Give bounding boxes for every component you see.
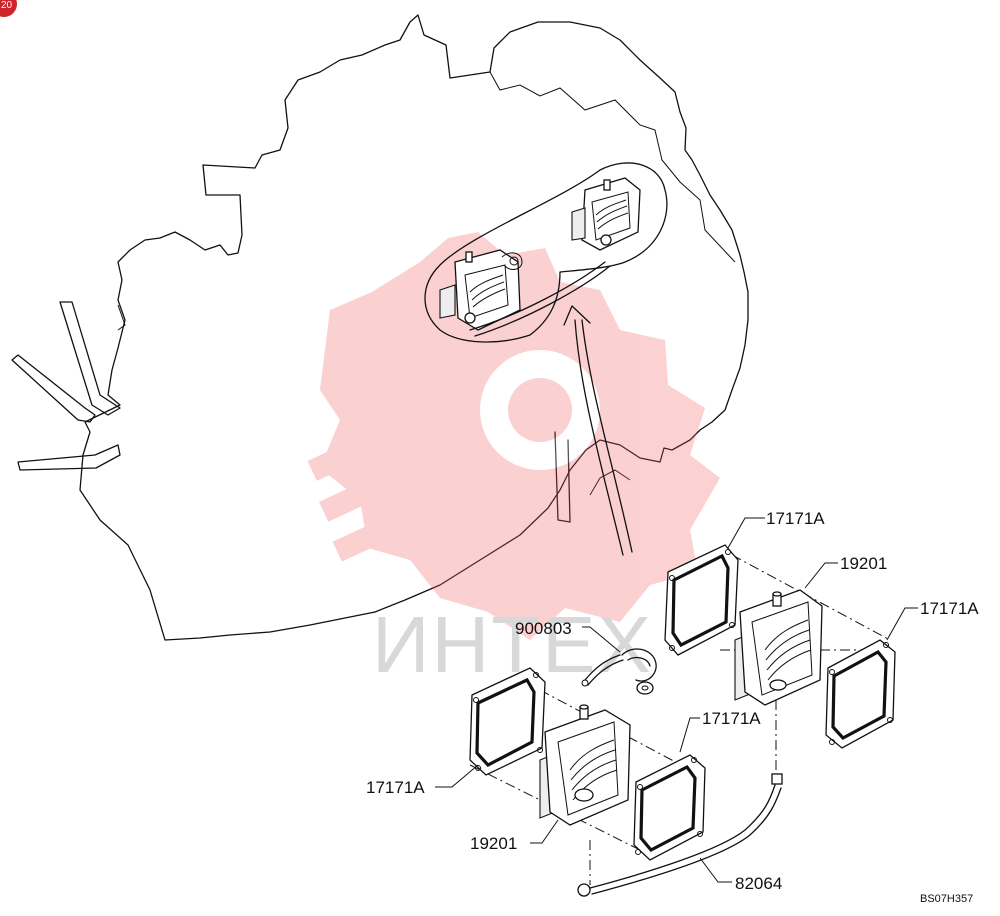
gasket-right (825, 639, 896, 749)
gasket-left (469, 667, 546, 776)
installed-covers-inset (424, 162, 668, 556)
label-pipe: 82064 (735, 874, 782, 893)
watermark-gear-logo (307, 232, 720, 640)
label-cover-left: 19201 (470, 834, 517, 853)
leader-lines (435, 517, 918, 883)
cover-right (734, 589, 823, 706)
label-gasket-top-right: 17171A (766, 509, 825, 528)
corner-badge: 20 (0, 0, 17, 17)
drawing-code: BS07H357 (920, 893, 973, 905)
label-gasket-left: 17171A (366, 778, 425, 797)
pipe (577, 773, 783, 897)
corner-badge-text: 20 (1, 0, 13, 11)
engine-outline (11, 14, 749, 641)
label-hose-small: 900803 (515, 619, 572, 638)
watermark-text: ИНТЕХ (372, 600, 653, 689)
label-gasket-center: 17171A (702, 709, 761, 728)
gasket-top-right (664, 544, 739, 656)
hose-small (581, 648, 657, 695)
cover-left (539, 704, 631, 826)
label-gasket-right: 17171A (920, 599, 979, 618)
label-cover-right: 19201 (840, 554, 887, 573)
gasket-center (633, 754, 706, 861)
